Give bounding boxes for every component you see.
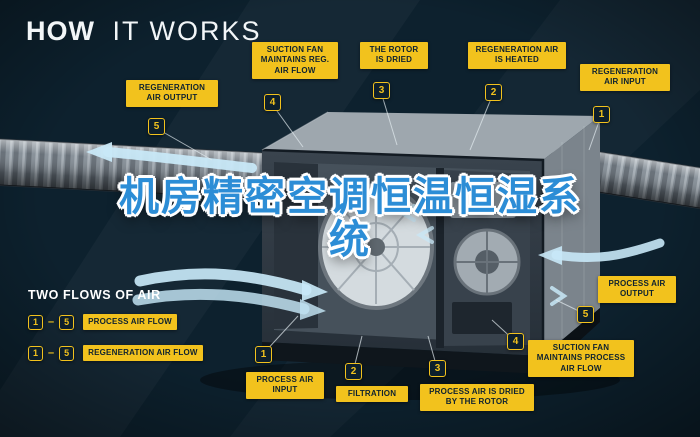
- machine-top-panel: [262, 112, 600, 160]
- chinese-overlay-line1: 机房精密空调恒温恒湿系: [119, 174, 581, 220]
- machine-base: [262, 342, 543, 374]
- badge-regeneration-step-3: 3: [373, 82, 390, 99]
- label-regeneration-air-heated: REGENERATION AIR IS HEATED: [468, 42, 566, 69]
- airflow-arrows: [86, 142, 665, 320]
- title-secondary: IT WORKS: [112, 16, 262, 46]
- label-regeneration-air-input: REGENERATION AIR INPUT: [580, 64, 670, 91]
- legend-badge-process-to: 5: [59, 314, 75, 330]
- heater-box: [450, 182, 516, 218]
- badge-process-step-3: 3: [429, 360, 446, 377]
- legend-row-process: 1 – 5 PROCESS AIR FLOW: [28, 313, 203, 331]
- badge-process-step-4: 4: [507, 333, 524, 350]
- connector-lines: [155, 91, 602, 373]
- chinese-overlay-line2: 统: [329, 217, 371, 264]
- label-regeneration-air-output: REGENERATION AIR OUTPUT: [126, 80, 218, 107]
- legend: TWO FLOWS OF AIR 1 – 5 PROCESS AIR FLOW …: [28, 288, 203, 375]
- motor-box: [452, 302, 512, 334]
- badge-regeneration-step-4: 4: [264, 94, 281, 111]
- badge-process-step-1: 1: [255, 346, 272, 363]
- badge-regeneration-step-2: 2: [485, 84, 502, 101]
- regeneration-inflow-arrow: [538, 238, 665, 265]
- process-inflow-arrows: [132, 268, 328, 320]
- legend-label-regeneration-air-flow: REGENERATION AIR FLOW: [83, 344, 203, 362]
- process-outflow-chevron: [550, 286, 568, 306]
- left-duct: [0, 138, 272, 200]
- internal-flow-chevrons: [398, 204, 434, 244]
- badge-process-step-5: 5: [577, 306, 594, 323]
- rotor: [318, 184, 434, 310]
- legend-dash: –: [48, 347, 55, 359]
- badge-regeneration-step-1: 1: [593, 106, 610, 123]
- label-process-air-output: PROCESS AIR OUTPUT: [598, 276, 676, 303]
- title-primary: HOW: [26, 16, 95, 46]
- legend-title: TWO FLOWS OF AIR: [28, 288, 161, 302]
- legend-label-process-air-flow: PROCESS AIR FLOW: [83, 313, 177, 331]
- legend-badge-regeneration-to: 5: [59, 345, 75, 361]
- label-process-air-input: PROCESS AIR INPUT: [246, 372, 324, 399]
- machine-side-panel: [543, 116, 600, 356]
- machine-divider: [436, 168, 444, 348]
- label-process-air-dried: PROCESS AIR IS DRIED BY THE ROTOR: [420, 384, 534, 411]
- badge-process-step-2: 2: [345, 363, 362, 380]
- legend-badge-process-from: 1: [28, 314, 43, 330]
- label-suction-fan-process: SUCTION FAN MAINTAINS PROCESS AIR FLOW: [528, 340, 634, 378]
- chinese-overlay-text: 机房精密空调恒温恒湿系 统: [0, 174, 700, 264]
- label-rotor-is-dried: THE ROTOR IS DRIED: [360, 42, 428, 69]
- label-suction-fan-reg: SUCTION FAN MAINTAINS REG. AIR FLOW: [252, 42, 338, 80]
- label-filtration: FILTRATION: [336, 386, 408, 403]
- legend-badge-regeneration-from: 1: [28, 345, 43, 361]
- badge-regeneration-step-5: 5: [148, 118, 165, 135]
- suction-fan: [453, 228, 521, 296]
- legend-row-regeneration: 1 – 5 REGENERATION AIR FLOW: [28, 344, 203, 362]
- page-title: HOW IT WORKS: [26, 16, 262, 47]
- regeneration-outflow-arrow: [86, 142, 257, 173]
- legend-dash: –: [48, 316, 55, 328]
